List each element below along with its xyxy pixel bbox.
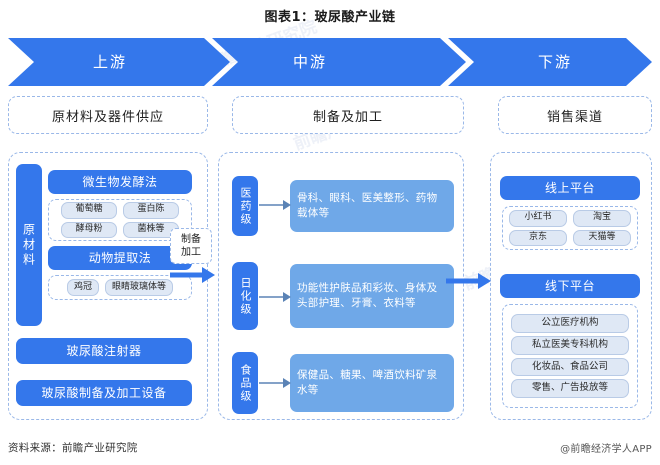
grade-desc-food: 保健品、糖果、啤酒饮料矿泉水等 <box>290 354 454 412</box>
chip-item[interactable]: 小红书 <box>509 209 567 227</box>
grade-box-medical[interactable]: 医药级 <box>232 176 258 236</box>
arrow-food <box>259 378 291 388</box>
raw-material-vertical-label: 原材料 <box>16 164 42 326</box>
chip-item[interactable]: 眼睛玻璃体等 <box>105 279 174 296</box>
channel-box-online[interactable]: 线上平台 <box>500 176 640 200</box>
chip-item[interactable]: 淘宝 <box>573 209 631 227</box>
method-box-fermentation[interactable]: 微生物发酵法 <box>48 170 192 194</box>
arrow-upstream-to-midstream <box>170 267 215 283</box>
stage-band <box>8 38 652 86</box>
online-platform-group: 小红书 淘宝 京东 天猫等 <box>502 206 638 250</box>
chip-item[interactable]: 蛋白陈 <box>123 201 179 219</box>
chip-item[interactable]: 葡萄糖 <box>61 201 117 219</box>
animal-material-group: 鸡冠 眼睛玻璃体等 <box>48 275 192 300</box>
list-item[interactable]: 化妆品、食品公司 <box>511 357 629 377</box>
device-box-syringe[interactable]: 玻尿酸注射器 <box>16 338 192 364</box>
grade-desc-medical: 骨科、眼科、医美整形、药物载体等 <box>290 180 454 232</box>
chip-item[interactable]: 京东 <box>509 229 567 247</box>
grade-desc-cosmetic: 功能性护肤品和彩妆、身体及头部护理、牙膏、衣料等 <box>290 264 454 328</box>
method-box-animal-extraction[interactable]: 动物提取法 <box>48 246 192 270</box>
list-item[interactable]: 零售、广告投放等 <box>511 379 629 399</box>
arrow-medical <box>259 200 291 210</box>
stage-label-downstream: 下游 <box>537 53 572 71</box>
offline-platform-group: 公立医疗机构 私立医美专科机构 化妆品、食品公司 零售、广告投放等 <box>502 304 638 408</box>
chip-item[interactable]: 酵母粉 <box>61 221 117 239</box>
chip-item[interactable]: 鸡冠 <box>66 279 99 296</box>
grade-box-food[interactable]: 食品级 <box>232 352 258 414</box>
list-item[interactable]: 私立医美专科机构 <box>511 335 629 355</box>
stage-label-midstream: 中游 <box>292 53 327 71</box>
grade-box-cosmetic[interactable]: 日化级 <box>232 262 258 330</box>
credit-text: @前瞻经济学人APP <box>560 444 652 455</box>
stage-label-upstream: 上游 <box>92 53 127 71</box>
channel-box-offline[interactable]: 线下平台 <box>500 274 640 298</box>
chip-item[interactable]: 天猫等 <box>573 229 631 247</box>
arrow-midstream-to-downstream <box>446 273 491 289</box>
device-box-equipment[interactable]: 玻尿酸制备及加工设备 <box>16 380 192 406</box>
section-header-midstream: 制备及加工 <box>232 96 464 134</box>
page-title: 图表1：玻尿酸产业链 <box>264 10 396 25</box>
section-header-upstream: 原材料及器件供应 <box>8 96 208 134</box>
section-header-downstream: 销售渠道 <box>498 96 652 134</box>
process-connector-label: 制备加工 <box>170 228 212 264</box>
fermentation-material-group: 葡萄糖 蛋白陈 酵母粉 菌株等 <box>48 199 192 241</box>
list-item[interactable]: 公立医疗机构 <box>511 313 629 333</box>
source-text: 资料来源：前瞻产业研究院 <box>8 442 138 454</box>
arrow-cosmetic <box>259 292 291 302</box>
